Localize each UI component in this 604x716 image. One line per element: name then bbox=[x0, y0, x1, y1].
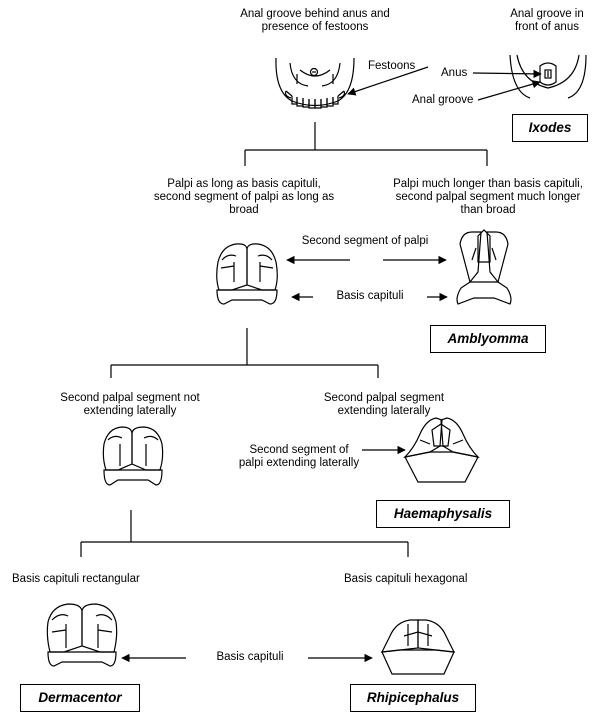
tree-connectors bbox=[80, 122, 488, 557]
capitulum-rectangular bbox=[46, 603, 118, 667]
festoons-illustration bbox=[275, 57, 355, 109]
basis-capituli-label-1: Basis capituli bbox=[336, 290, 404, 302]
genus-dermacentor: Dermacentor bbox=[20, 684, 140, 712]
palpi-short-label: Palpi as long as basis capituli, second … bbox=[153, 178, 335, 216]
anus-label: Anus bbox=[441, 67, 468, 79]
second-segment-palpi-label: Second segment of palpi bbox=[301, 235, 429, 247]
anal-groove-label: Anal groove bbox=[412, 94, 474, 106]
lateral-label: Second palpal segment extending laterall… bbox=[323, 392, 445, 417]
genus-rhipicephalus: Rhipicephalus bbox=[350, 684, 476, 712]
festoons-label: Festoons bbox=[368, 60, 416, 72]
genus-ixodes: Ixodes bbox=[512, 114, 588, 142]
pointer-lateral-label: Second segment of palpi extending latera… bbox=[238, 444, 360, 469]
capitulum-hexagonal bbox=[380, 619, 456, 675]
basis-capituli-label-2: Basis capituli bbox=[216, 651, 284, 663]
rectangular-label: Basis capituli rectangular bbox=[12, 573, 140, 585]
capitulum-short-palpi bbox=[216, 243, 278, 305]
genus-amblyomma: Amblyomma bbox=[430, 325, 546, 353]
capitulum-long-palpi bbox=[456, 229, 512, 305]
anal-groove-behind-label: Anal groove behind anus and presence of … bbox=[240, 8, 390, 33]
genus-haemaphysalis: Haemaphysalis bbox=[376, 500, 510, 528]
capitulum-not-lateral bbox=[102, 426, 164, 486]
not-lateral-label: Second palpal segment not extending late… bbox=[60, 392, 200, 417]
hexagonal-label: Basis capituli hexagonal bbox=[344, 573, 468, 585]
capitulum-lateral bbox=[403, 417, 480, 483]
palpi-long-label: Palpi much longer than basis capituli, s… bbox=[393, 178, 583, 216]
pointer-arrows bbox=[121, 66, 542, 663]
anal-groove-front-illustration bbox=[509, 54, 587, 99]
anal-groove-front-label: Anal groove in front of anus bbox=[510, 8, 584, 33]
